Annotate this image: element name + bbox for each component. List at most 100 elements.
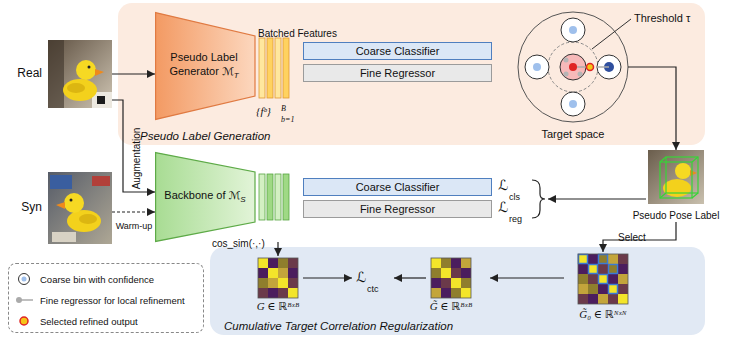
pseudo-label-image bbox=[675, 163, 691, 179]
label-box: Threshold τ bbox=[634, 8, 690, 26]
matrix-g-tilde-zero bbox=[618, 264, 628, 274]
edge-label-box: Warm-up bbox=[116, 215, 153, 233]
pseudo-label-image: Pseudo Pose Label bbox=[630, 150, 722, 222]
text-slot: Coarse Classifier bbox=[304, 179, 491, 195]
matrix-g bbox=[268, 258, 278, 268]
text-slot: Syn bbox=[4, 200, 42, 214]
pseudo-label-image bbox=[663, 179, 691, 197]
node-text: Target space bbox=[542, 128, 605, 140]
edge-label: Augmentation bbox=[132, 127, 143, 189]
text-slot: Target space bbox=[518, 128, 628, 140]
target-space bbox=[564, 72, 569, 77]
legend-symbol bbox=[16, 297, 22, 303]
target-space bbox=[597, 66, 609, 68]
annotation-label: ℒ bbox=[498, 178, 508, 193]
matrix-g-tilde-zero bbox=[578, 264, 588, 274]
label-box: ℒ bbox=[498, 198, 508, 216]
matrix-g-tilde bbox=[451, 258, 461, 268]
input-image: Syn bbox=[48, 172, 112, 244]
edge-label: cos_sim(·,·) bbox=[212, 238, 265, 249]
label-box: ctc bbox=[367, 278, 379, 296]
matrix-g-tilde-zero bbox=[618, 284, 628, 294]
annotation-label: {fᵇ} bbox=[256, 105, 271, 117]
node-text: Coarse Classifier bbox=[356, 45, 440, 57]
matrix-g bbox=[258, 258, 268, 268]
regressor-head: Fine Regressor bbox=[303, 200, 492, 218]
matrix-g bbox=[258, 278, 268, 288]
edge-label-box: Augmentation bbox=[127, 127, 138, 189]
synthetic-image bbox=[56, 202, 65, 209]
label-box: cls bbox=[509, 186, 520, 204]
matrix-g-tilde bbox=[431, 288, 441, 298]
annotation-label: ℒ bbox=[498, 200, 508, 215]
target-space bbox=[587, 64, 594, 71]
node-text: Fine Regressor bbox=[360, 203, 435, 215]
matrix-g-tilde-zero bbox=[608, 264, 618, 274]
node-text: S bbox=[240, 195, 245, 204]
student-encoder: Backbone of ℳS bbox=[155, 152, 292, 242]
feature-bar bbox=[275, 174, 281, 220]
legend-symbol bbox=[22, 277, 27, 282]
matrix-g-tilde-zero bbox=[598, 274, 608, 284]
edge-label-box: Select bbox=[618, 227, 646, 245]
matrix-g-tilde bbox=[461, 268, 471, 278]
matrix-g-tilde bbox=[431, 278, 441, 288]
node-text: Coarse Classifier bbox=[356, 181, 440, 193]
matrix-g bbox=[288, 258, 298, 268]
regressor-head: Fine Regressor bbox=[303, 64, 492, 82]
label-box: b=1 bbox=[281, 108, 294, 126]
loss-brace bbox=[532, 180, 545, 218]
matrix-g-tilde-zero bbox=[589, 265, 598, 274]
legend-row: Coarse bin with confidence bbox=[15, 272, 154, 286]
label-box: B bbox=[281, 97, 286, 115]
matrix-g-tilde-zero bbox=[598, 294, 608, 304]
matrix-g-tilde-zero bbox=[578, 254, 628, 304]
matrix-g-tilde-zero bbox=[608, 294, 618, 304]
annotation-label: ℒ bbox=[356, 270, 366, 285]
text-slot: Fine Regressor bbox=[304, 65, 491, 81]
synthetic-image bbox=[70, 199, 73, 202]
matrix-g-tilde-zero bbox=[588, 264, 598, 274]
matrix-g bbox=[258, 258, 298, 298]
real-photo bbox=[67, 83, 85, 93]
matrix-g-tilde bbox=[431, 258, 471, 298]
matrix-g bbox=[288, 268, 298, 278]
matrix-g-tilde-zero bbox=[608, 274, 618, 284]
target-space bbox=[564, 58, 569, 63]
matrix-g bbox=[258, 268, 268, 278]
synthetic-image bbox=[79, 214, 97, 224]
text-slot: G ∈ ℝᴮˣᴮ bbox=[239, 300, 317, 313]
legend-row: Fine regressor for local refinement bbox=[15, 293, 185, 307]
real-photo bbox=[95, 69, 104, 76]
node-text: Cumulative Target Correlation Regulariza… bbox=[224, 320, 453, 332]
correlation-matrix: G ∈ ℝᴮˣᴮ bbox=[239, 256, 317, 314]
real-photo bbox=[48, 40, 112, 108]
target-space bbox=[578, 72, 583, 77]
label-box: reg bbox=[509, 208, 522, 226]
matrix-g-tilde-zero bbox=[598, 284, 608, 294]
node-text: G ∈ ℝᴮˣᴮ bbox=[257, 300, 300, 312]
flow-arrow bbox=[112, 211, 155, 212]
annotation-label: ctc bbox=[367, 284, 379, 294]
feature-bar bbox=[283, 174, 289, 220]
legend-box: Coarse bin with confidenceFine regressor… bbox=[8, 263, 204, 333]
edge-label: Select bbox=[618, 232, 646, 243]
node-text: Pseudo Label Generator ℳ bbox=[169, 51, 237, 77]
text-slot: Real bbox=[4, 66, 42, 80]
node-text: Pseudo Pose Label bbox=[633, 210, 720, 221]
flow-arrow bbox=[490, 277, 564, 278]
matrix-g bbox=[268, 268, 278, 278]
matrix-g-tilde-zero bbox=[608, 284, 618, 294]
target-space bbox=[561, 92, 585, 116]
annotation-label: Batched Features bbox=[258, 28, 337, 39]
matrix-g-tilde bbox=[461, 258, 471, 268]
pseudo-label-image bbox=[666, 157, 698, 193]
annotation-label: Threshold τ bbox=[634, 12, 690, 24]
node-text: Real bbox=[17, 66, 42, 80]
matrix-g-tilde-zero bbox=[598, 254, 608, 264]
label-box: {fᵇ} bbox=[256, 101, 271, 119]
legend-symbol bbox=[20, 317, 28, 325]
legend-text: Selected refined output bbox=[40, 316, 138, 327]
node-text: Syn bbox=[21, 200, 42, 214]
label-box: Batched Features bbox=[258, 23, 337, 41]
